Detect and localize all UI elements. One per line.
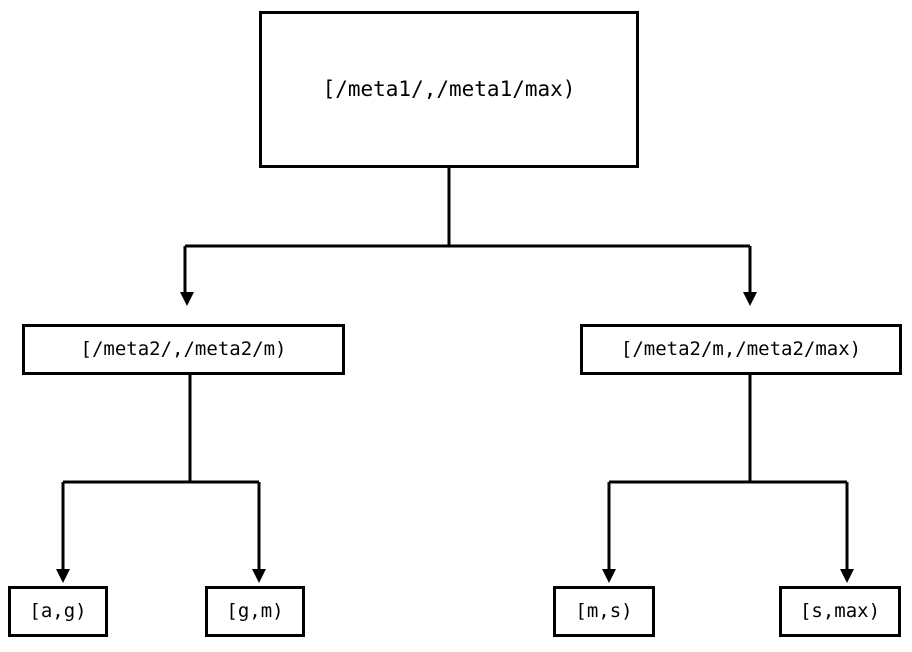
node-leaf-gm[interactable]: [g,m) <box>205 586 305 637</box>
edges-group <box>61 168 849 569</box>
node-leaf-ms[interactable]: [m,s) <box>553 586 655 637</box>
node-label-mid-right: [/meta2/m,/meta2/max) <box>620 338 862 360</box>
node-label-mid-left: [/meta2/,/meta2/m) <box>80 338 287 360</box>
arrowhead-to-mid-right <box>743 292 757 306</box>
arrowhead-to-leaf-ms <box>602 569 616 583</box>
node-label-leaf-ag: [a,g) <box>29 600 87 622</box>
node-label-root: [/meta1/,/meta1/max) <box>322 77 576 101</box>
node-label-leaf-ms: [m,s) <box>575 600 633 622</box>
node-root[interactable]: [/meta1/,/meta1/max) <box>259 11 639 168</box>
node-mid-right[interactable]: [/meta2/m,/meta2/max) <box>580 324 902 375</box>
arrowhead-to-mid-left <box>180 292 194 306</box>
arrowhead-to-leaf-smax <box>840 569 854 583</box>
node-label-leaf-gm: [g,m) <box>226 600 284 622</box>
node-mid-left[interactable]: [/meta2/,/meta2/m) <box>22 324 345 375</box>
arrowheads-group <box>56 292 854 583</box>
node-leaf-ag[interactable]: [a,g) <box>8 586 108 637</box>
node-leaf-smax[interactable]: [s,max) <box>779 586 901 637</box>
arrowhead-to-leaf-ag <box>56 569 70 583</box>
node-label-leaf-smax: [s,max) <box>799 600 881 622</box>
arrowhead-to-leaf-gm <box>252 569 266 583</box>
